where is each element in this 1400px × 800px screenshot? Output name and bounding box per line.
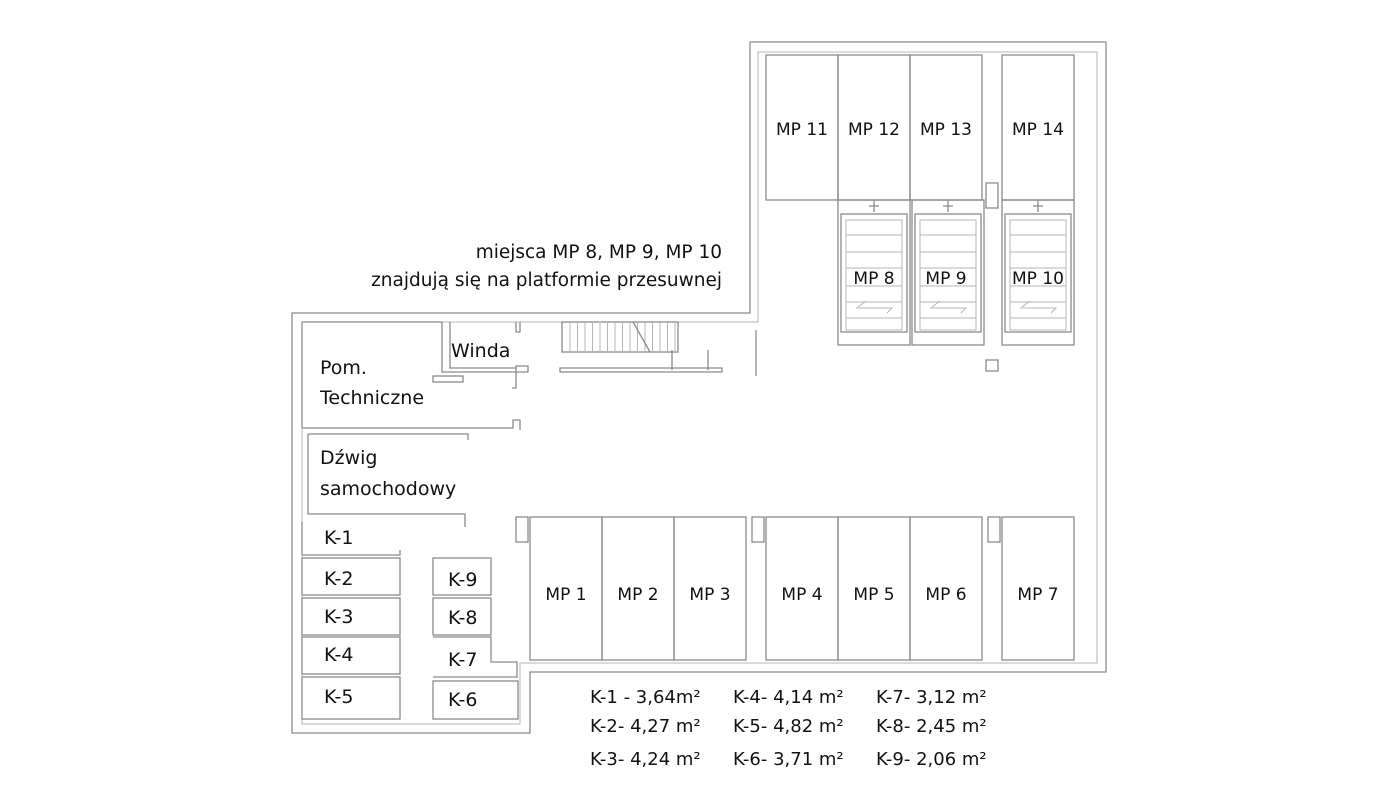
- area-legend: K-1 - 3,64m² K-4- 4,14 m² K-7- 3,12 m² K…: [590, 687, 987, 770]
- storage-label: K-2: [324, 568, 353, 590]
- parking-spot-label: MP 3: [689, 585, 730, 605]
- legend-entry: K-3- 4,24 m²: [590, 749, 701, 770]
- legend-entry: K-8- 2,45 m²: [876, 716, 987, 737]
- parking-spot-label: MP 9: [925, 269, 966, 289]
- sliding-platform: [911, 199, 985, 346]
- platform-note-line2: znajdują się na platformie przesuwnej: [371, 270, 722, 291]
- room-technical-label-2: Techniczne: [319, 387, 424, 409]
- parking-spot-label: MP 12: [848, 120, 900, 140]
- parking-spot-label: MP 4: [781, 585, 822, 605]
- parking-spot-label: MP 10: [1012, 269, 1064, 289]
- core-walls: [301, 321, 757, 527]
- staircase: [561, 321, 679, 353]
- sliding-platform: [837, 199, 911, 346]
- car-lift-label-1: Dźwig: [320, 447, 377, 469]
- parking-spot-label: MP 8: [853, 269, 894, 289]
- parking-spot-label: MP 14: [1012, 120, 1064, 140]
- room-technical-label-1: Pom.: [320, 357, 367, 379]
- parking-spot-label: MP 7: [1017, 585, 1058, 605]
- parking-spot-label: MP 5: [853, 585, 894, 605]
- legend-entry: K-6- 3,71 m²: [733, 749, 844, 770]
- legend-entry: K-7- 3,12 m²: [876, 687, 987, 708]
- car-lift-label-2: samochodowy: [320, 478, 456, 500]
- sliding-platform: [1001, 199, 1075, 346]
- room-winda-label: Winda: [451, 340, 510, 362]
- storage-units: [301, 522, 519, 720]
- legend-entry: K-2- 4,27 m²: [590, 716, 701, 737]
- storage-label: K-5: [324, 686, 353, 708]
- parking-spot-label: MP 11: [776, 120, 828, 140]
- platform-note-line1: miejsca MP 8, MP 9, MP 10: [476, 242, 722, 263]
- storage-label: K-9: [448, 569, 477, 591]
- legend-entry: K-4- 4,14 m²: [733, 687, 844, 708]
- legend-entry: K-9- 2,06 m²: [876, 749, 987, 770]
- storage-label: K-7: [448, 649, 477, 671]
- parking-spot-label: MP 1: [545, 585, 586, 605]
- parking-spot-label: MP 13: [920, 120, 972, 140]
- parking-spot-label: MP 6: [925, 585, 966, 605]
- storage-label: K-6: [448, 689, 477, 711]
- inner-wall: [301, 51, 1098, 725]
- storage-label: K-4: [324, 644, 353, 666]
- storage-label: K-8: [448, 607, 477, 629]
- legend-entry: K-1 - 3,64m²: [590, 687, 701, 708]
- outer-wall: [291, 41, 1107, 734]
- storage-label: K-3: [324, 606, 353, 628]
- legend-entry: K-5- 4,82 m²: [733, 716, 844, 737]
- parking-platforms: [837, 199, 1075, 346]
- parking-bottom: [515, 516, 1075, 661]
- stair-break: [632, 321, 651, 353]
- parking-spot-label: MP 2: [617, 585, 658, 605]
- storage-label: K-1: [324, 527, 353, 549]
